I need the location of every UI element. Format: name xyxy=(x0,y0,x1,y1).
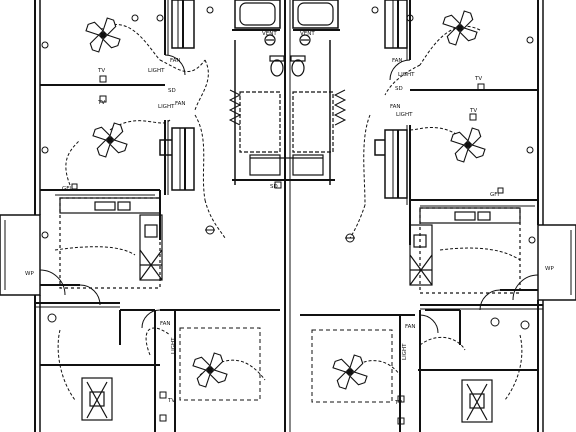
bathtub-right xyxy=(292,0,339,29)
label-wp-2: WP xyxy=(545,266,554,272)
kitchen-left xyxy=(59,197,163,289)
interior-walls-left xyxy=(40,0,280,432)
label-tv-2: TV xyxy=(97,100,105,106)
label-sd-1: SD xyxy=(168,88,176,94)
water-heater-right xyxy=(461,379,493,423)
water-heater-left xyxy=(81,377,113,421)
label-sd-3: SD xyxy=(270,184,278,190)
label-light-6: LIGHT xyxy=(402,343,408,360)
light-fixtures xyxy=(41,6,536,330)
ceiling-fan-3 xyxy=(92,122,128,158)
label-light-4: LIGHT xyxy=(396,112,413,118)
label-tv-3: TV xyxy=(474,76,482,82)
label-tv-1: TV xyxy=(97,68,105,74)
label-light-2: LIGHT xyxy=(158,104,175,110)
ceiling-fan-1 xyxy=(85,17,121,53)
kitchen-right xyxy=(409,207,521,294)
label-tv-5: TV xyxy=(167,398,175,404)
label-tv-6: TV xyxy=(394,400,402,406)
label-light-1: LIGHT xyxy=(148,68,165,74)
label-fan-6: FAN xyxy=(405,324,416,330)
bathtub-left xyxy=(234,0,281,29)
label-tv-4: TV xyxy=(469,108,477,114)
label-vent-right: VENT xyxy=(300,31,315,37)
label-vent-left: VENT xyxy=(262,31,277,37)
ceiling-fans xyxy=(85,10,486,390)
door-swings xyxy=(39,54,539,334)
ceiling-fan-2 xyxy=(442,10,478,46)
label-fan-4: FAN xyxy=(390,104,401,110)
label-fan-2: FAN xyxy=(175,101,186,107)
electrical-symbols xyxy=(71,75,504,425)
closets xyxy=(159,0,408,199)
label-gfi-1: GFI xyxy=(62,186,71,192)
label-wp-1: WP xyxy=(25,271,34,277)
label-light-3: LIGHT xyxy=(398,72,415,78)
fixture-labels: VENT VENT FAN FAN FAN FAN FAN FAN LIGHT … xyxy=(25,31,554,406)
label-fan-3: FAN xyxy=(392,58,403,64)
label-fan-5: FAN xyxy=(160,321,171,327)
electrical-wiring xyxy=(54,23,523,401)
ceiling-outline-boxes xyxy=(179,327,393,403)
ceiling-fan-5 xyxy=(192,352,228,388)
label-sd-2: SD xyxy=(395,86,403,92)
ceiling-fan-6 xyxy=(332,354,368,390)
party-wall xyxy=(284,0,291,432)
label-fan-1: FAN xyxy=(170,58,181,64)
ceiling-fan-4 xyxy=(450,127,486,163)
label-light-5: LIGHT xyxy=(171,337,177,354)
label-gfi-2: GFI xyxy=(490,192,499,198)
bathroom-fixtures xyxy=(228,0,347,181)
